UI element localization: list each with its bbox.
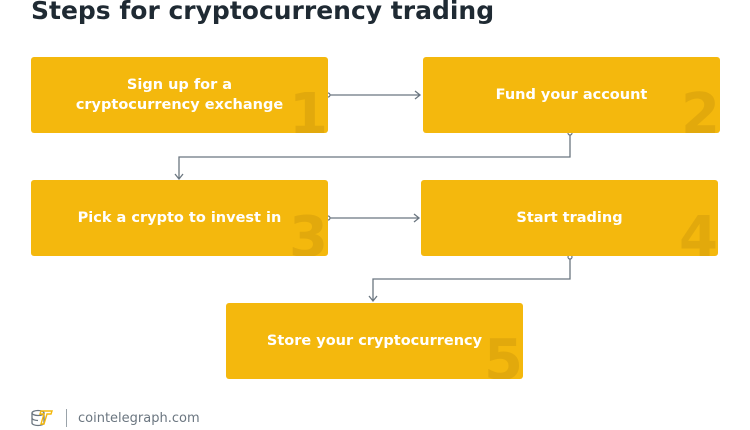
step-number: 1 — [289, 82, 328, 133]
step-4: 4 Start trading — [421, 180, 718, 256]
step-label: Sign up for a cryptocurrency exchange — [75, 77, 284, 113]
step-number: 2 — [681, 82, 720, 133]
step-label: Pick a crypto to invest in — [77, 210, 282, 226]
connector-3-4 — [328, 213, 421, 223]
step-5: 5 Store your cryptocurrency — [226, 303, 523, 379]
step-label: Start trading — [516, 210, 623, 226]
footer-site: cointelegraph.com — [78, 410, 200, 426]
connector-2-3 — [174, 133, 571, 181]
page-title: Steps for cryptocurrency trading — [31, 0, 495, 25]
step-2: 2 Fund your account — [423, 57, 720, 133]
connector-4-5 — [368, 257, 571, 303]
step-3: 3 Pick a crypto to invest in — [31, 180, 328, 256]
step-number: 5 — [484, 328, 523, 379]
footer-divider — [66, 409, 67, 427]
footer: cointelegraph.com — [30, 408, 200, 428]
step-1: 1 Sign up for a cryptocurrency exchange — [31, 57, 328, 133]
step-number: 4 — [679, 205, 718, 256]
cointelegraph-logo-icon — [31, 409, 53, 427]
step-label: Fund your account — [495, 87, 648, 103]
step-number: 3 — [289, 205, 328, 256]
connector-1-2 — [328, 90, 422, 100]
step-label: Store your cryptocurrency — [266, 333, 483, 349]
